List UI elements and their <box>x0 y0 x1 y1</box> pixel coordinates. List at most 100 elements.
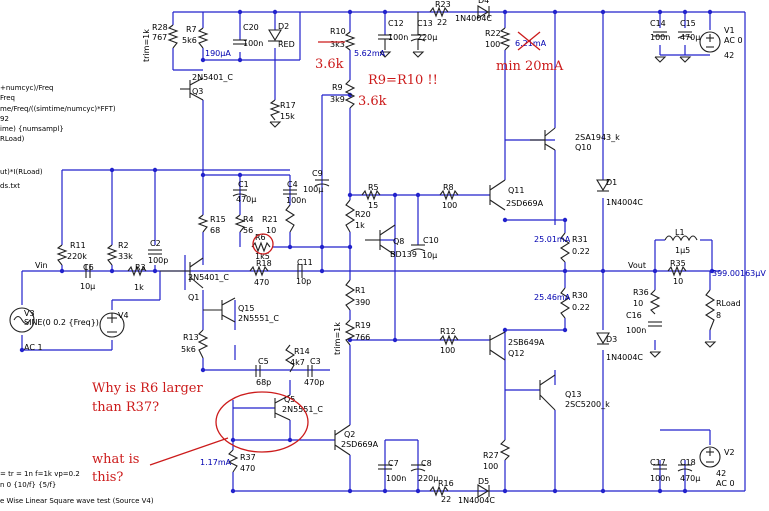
label-r30: R30 <box>572 291 588 300</box>
label-q12-type: 2SB649A <box>508 338 545 347</box>
label-c2: C2 <box>150 239 161 248</box>
v1-symbol <box>699 31 721 53</box>
d4-symbol <box>477 5 490 19</box>
value-r18: 470 <box>254 278 269 287</box>
value-r17: 15k <box>280 112 295 121</box>
directive-line-6: RLoad) <box>0 135 25 143</box>
label-r22: R22 <box>485 29 501 38</box>
label-r8: R8 <box>443 183 454 192</box>
value-r7: 5k6 <box>182 36 197 45</box>
annotation-arrow <box>149 437 229 466</box>
value-c18: 470µ <box>680 474 700 483</box>
annotation-3-6k-top: 3.6k <box>315 57 344 72</box>
label-d3: D3 <box>606 335 617 344</box>
label-q2-type: 2SD669A <box>341 440 379 449</box>
label-c17: C17 <box>650 458 666 467</box>
r9-symbol <box>344 79 356 109</box>
value-c16: 100n <box>626 326 646 335</box>
label-r28: R28 <box>152 23 168 32</box>
d3-symbol <box>596 332 610 345</box>
q10-symbol <box>530 127 556 151</box>
annotation-why-line-2: than R37? <box>92 400 159 415</box>
readout-25-46ma: 25.46mA <box>534 293 571 302</box>
c4-symbol <box>283 189 297 195</box>
q8-symbol <box>365 224 396 256</box>
r37-symbol <box>227 449 239 473</box>
value-d1: 1N4004C <box>606 198 643 207</box>
r11-symbol <box>56 244 68 266</box>
annotation-r9-equals-r10: R9=R10 !! <box>368 73 438 88</box>
r28-symbol <box>167 24 179 49</box>
label-r12: R12 <box>440 327 456 336</box>
value-d5: 1N4004C <box>458 496 495 505</box>
directive-line-8: ds.txt <box>0 182 20 190</box>
net-label-vin: Vin <box>35 261 48 270</box>
r18-symbol <box>249 265 269 277</box>
label-r3: R3 <box>135 263 146 272</box>
value2-v3: AC 1 <box>24 343 43 352</box>
value-r15: 68 <box>210 226 220 235</box>
c10-symbol <box>410 244 426 252</box>
label-c14: C14 <box>650 19 666 28</box>
label-d1: D1 <box>606 178 617 187</box>
value-r13: 5k6 <box>181 345 196 354</box>
directive-bottom-1: = tr = 1n f=1k vp=0.2 <box>0 470 80 478</box>
diode-symbols <box>268 5 610 498</box>
annotation-why-line-1: Why is R6 larger <box>92 381 204 396</box>
label-c7: C7 <box>388 459 399 468</box>
trim-label-mid: trim=1k <box>333 322 342 355</box>
readout-vout: 399.00163µV <box>712 269 766 278</box>
value-r14: 4k7 <box>290 358 305 367</box>
value2-v2: 42 <box>716 469 726 478</box>
readouts: 190µA 5.62mA 6.21mA 25.01mA 25.46mA 1.17… <box>200 39 766 467</box>
value-r12: 100 <box>440 346 455 355</box>
label-d5: D5 <box>478 477 489 486</box>
value-v1: AC 0 <box>724 36 743 45</box>
c15-symbol <box>677 31 693 39</box>
value-c17: 100n <box>650 474 670 483</box>
directive-line-7: ut)*I(RLoad) <box>0 168 43 176</box>
annotation-what-line-2: this? <box>92 470 123 485</box>
q11-symbol <box>489 179 506 211</box>
value-c13: 220µ <box>417 33 437 42</box>
value-v3: SINE(0 0.2 {Freq}) <box>24 318 99 327</box>
readout-190ua: 190µA <box>205 49 231 58</box>
label-q8-type: BD139 <box>390 250 417 259</box>
directive-bottom-3: e Wise Linear Square wave test (Source V… <box>0 497 154 505</box>
c13-symbol <box>410 12 426 50</box>
v4-symbol <box>99 312 125 338</box>
label-q5: Q5 <box>284 395 295 404</box>
value-c12: 100n <box>388 33 408 42</box>
spice-directives: +numcyc)/Freq Freq me/Freq/((simtime/num… <box>0 84 154 505</box>
d2-symbol <box>268 29 282 42</box>
q13-symbol <box>539 374 556 411</box>
r4-symbol <box>234 214 246 233</box>
label-d2: D2 <box>278 22 289 31</box>
v2-symbol <box>699 446 721 468</box>
c9-symbol <box>314 179 330 187</box>
r5-symbol <box>361 189 381 201</box>
c1-symbol <box>232 189 248 197</box>
label-r36: R36 <box>633 288 649 297</box>
value-r10: 3k3 <box>330 40 345 49</box>
value-r22: 100 <box>485 40 500 49</box>
v3-symbol <box>9 307 35 333</box>
r10-symbol <box>344 31 356 51</box>
directive-line-5: ime) {numsampl} <box>0 125 64 133</box>
label-c1: C1 <box>238 180 249 189</box>
c14-symbol <box>653 31 667 37</box>
directive-line-3: me/Freq/((simtime/numcyc)*FFT) <box>0 105 116 113</box>
label-r13: R13 <box>183 333 199 342</box>
value-c8: 220µ <box>418 474 438 483</box>
label-v1: V1 <box>724 26 735 35</box>
label-r19: R19 <box>355 321 371 330</box>
label-r16: R16 <box>438 479 454 488</box>
value-r30: 0.22 <box>572 303 590 312</box>
value-c11: 10p <box>296 277 311 286</box>
d5-symbol <box>477 484 490 498</box>
r21-symbol <box>284 204 296 233</box>
r23-symbol <box>429 6 449 18</box>
value-r9: 3k9 <box>330 95 345 104</box>
label-r6: R6 <box>255 233 266 242</box>
value-r28: 767 <box>152 33 167 42</box>
